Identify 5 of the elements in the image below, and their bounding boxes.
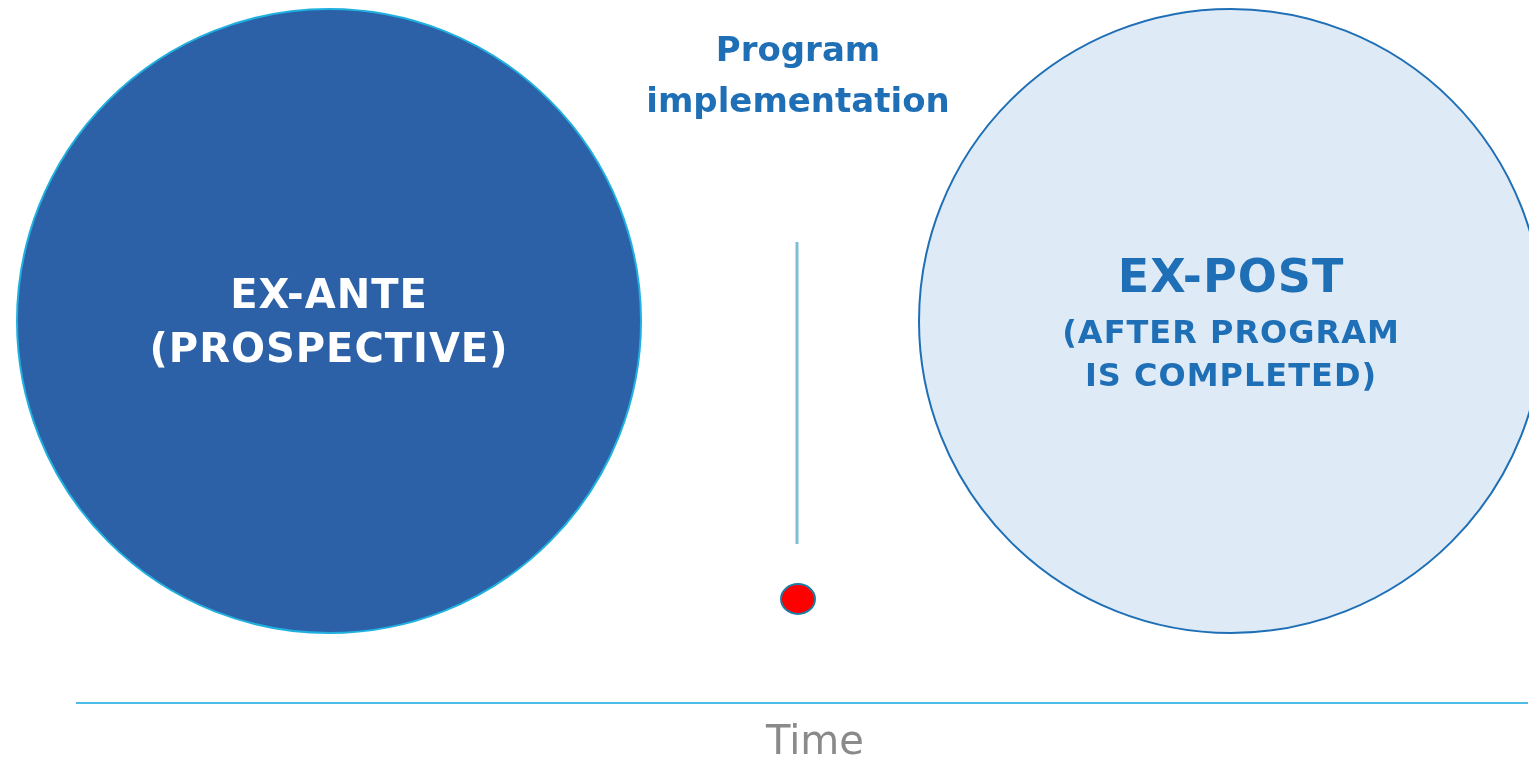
circle-label: EX-POST — [1117, 247, 1345, 305]
circle-label: EX-ANTE (PROSPECTIVE) — [149, 270, 509, 373]
milestone-label: Program implementation — [645, 28, 951, 122]
axis-label: Time — [765, 718, 865, 762]
circle-label: (AFTER PROGRAM IS COMPLETED) — [1061, 311, 1401, 397]
